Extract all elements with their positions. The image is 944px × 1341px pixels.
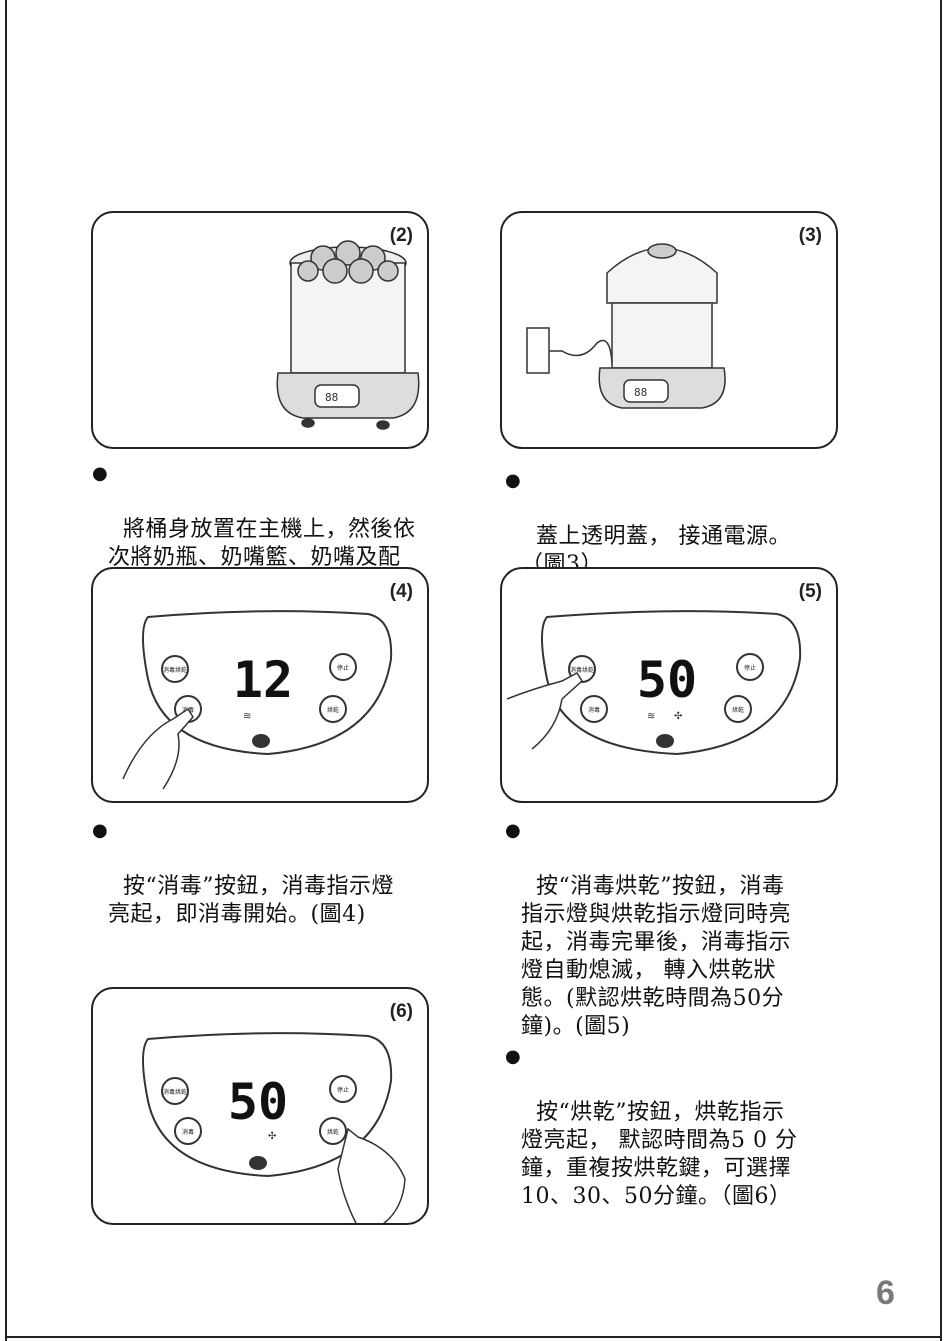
caption-fig-5: ● 按“消毒烘乾”按鈕，消毒 指示燈與烘乾指示燈同時亮 起，消毒完畢後，消毒指示… — [505, 817, 792, 1041]
btn-sterilize-dry: 消毒烘乾 — [163, 666, 187, 674]
hand-icon — [506, 672, 583, 750]
btn-dry: 烘乾 — [327, 706, 339, 714]
bear-logo-icon — [656, 734, 674, 748]
page-border-left — [5, 0, 7, 1341]
figure-4-label: (4) — [389, 581, 413, 602]
caption-fig-6: ● 按“烘乾”按鈕，烘乾指示 燈亮起， 默認時間為5 0 分 鐘，重複按烘乾鍵，… — [505, 1043, 798, 1211]
btn-dry: 烘乾 — [732, 706, 744, 714]
page-number: 6 — [876, 1274, 895, 1312]
figure-6: 消毒烘乾 停止 消毒 烘乾 50 ✣ (6) — [91, 987, 429, 1225]
figure-6-label: (6) — [389, 1001, 413, 1022]
caption-5-text: 按“消毒烘乾”按鈕，消毒 指示燈與烘乾指示燈同時亮 起，消毒完畢後，消毒指示 燈… — [521, 874, 792, 1039]
btn-sterilize-dry: 消毒烘乾 — [570, 666, 594, 674]
figure-5-label: (5) — [798, 581, 822, 602]
btn-stop: 停止 — [337, 664, 349, 672]
btn-sterilize: 消毒 — [182, 1128, 194, 1136]
fan-indicator-icon: ✣ — [268, 1131, 276, 1142]
caption-fig-3: ● 蓋上透明蓋， 接通電源。 （圖3） — [505, 467, 791, 579]
btn-sterilize-dry: 消毒烘乾 — [163, 1088, 187, 1096]
svg-text:88: 88 — [634, 386, 647, 399]
btn-stop: 停止 — [744, 664, 756, 672]
timer-display: 50 — [637, 651, 697, 709]
figure-2: 88 (2) — [91, 211, 429, 449]
control-panel-4: 消毒烘乾 停止 消毒 烘乾 12 ≋ — [122, 610, 393, 790]
control-panel-5: 消毒烘乾 停止 消毒 烘乾 50 ≋ ✣ — [506, 610, 802, 756]
bullet-icon: ● — [505, 820, 522, 841]
bullet-icon: ● — [92, 820, 109, 841]
figure-5: 消毒烘乾 停止 消毒 烘乾 50 ≋ ✣ (5) — [500, 567, 838, 803]
btn-sterilize: 消毒 — [588, 706, 600, 714]
bear-logo-icon — [249, 1156, 267, 1170]
page-border-bottom — [5, 1336, 942, 1338]
bullet-icon: ● — [505, 470, 522, 491]
btn-dry: 烘乾 — [327, 1128, 339, 1136]
figure-3-label: (3) — [798, 225, 822, 246]
timer-display: 12 — [233, 651, 293, 709]
fan-indicator-icon: ✣ — [674, 711, 682, 722]
figure-2-label: (2) — [389, 225, 413, 246]
bullet-icon: ● — [92, 463, 109, 484]
heat-indicator-icon: ≋ — [647, 711, 655, 722]
timer-display: 50 — [228, 1073, 288, 1131]
figure-3: 88 (3) — [500, 211, 838, 449]
caption-6-text: 按“烘乾”按鈕，烘乾指示 燈亮起， 默認時間為5 0 分 鐘，重複按烘乾鍵，可選… — [521, 1100, 798, 1209]
sterilizer-open-illustration: 88 — [276, 240, 420, 430]
bullet-icon: ● — [505, 1046, 522, 1067]
hand-icon — [337, 1127, 406, 1223]
caption-4-text: 按“消毒”按鈕，消毒指示燈 亮起，即消毒開始。(圖4) — [108, 874, 394, 927]
svg-text:88: 88 — [325, 391, 338, 404]
control-panel-6: 消毒烘乾 停止 消毒 烘乾 50 ✣ — [142, 1032, 406, 1223]
sterilizer-closed-illustration: 88 — [526, 243, 726, 409]
btn-stop: 停止 — [337, 1086, 349, 1094]
page-border-right — [940, 0, 942, 1341]
caption-fig-4: ● 按“消毒”按鈕，消毒指示燈 亮起，即消毒開始。(圖4) — [92, 817, 394, 929]
figure-4: 消毒烘乾 停止 消毒 烘乾 12 ≋ (4) — [91, 567, 429, 803]
hand-icon — [122, 707, 194, 790]
heat-indicator-icon: ≋ — [243, 711, 251, 722]
bear-logo-icon — [252, 734, 270, 748]
